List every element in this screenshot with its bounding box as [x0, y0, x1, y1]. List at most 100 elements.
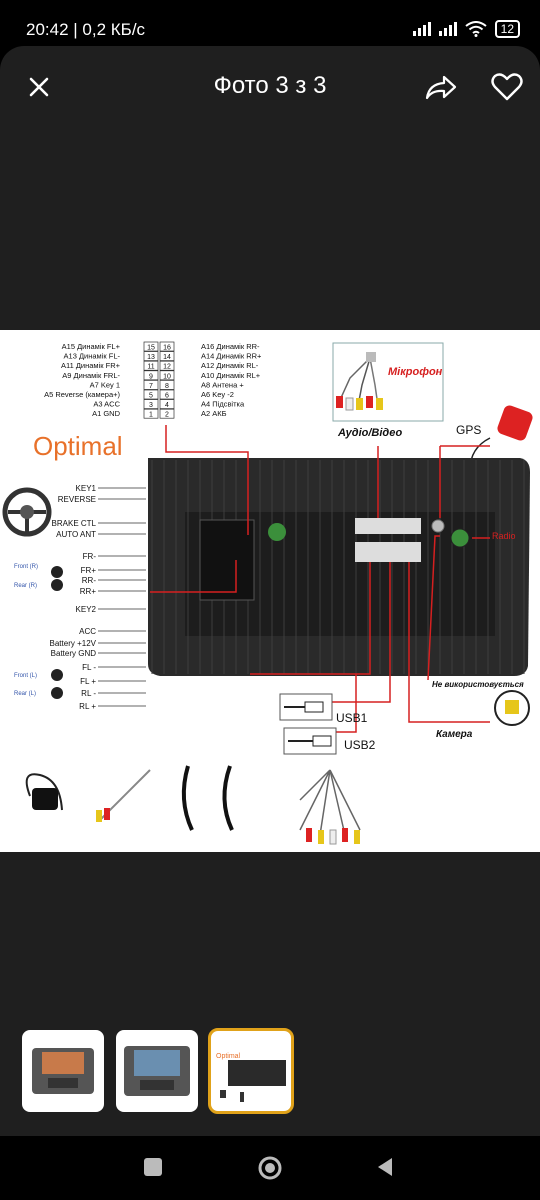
viewer-header: Фото 3 з 3 — [0, 46, 540, 126]
pin-number: 14 — [163, 354, 171, 361]
wire-label: ACC — [79, 627, 96, 636]
pin-number: 16 — [163, 345, 171, 352]
pin-label-right: A2 АКБ — [201, 409, 227, 418]
wire-label: Battery +12V — [50, 639, 97, 648]
speaker-front-l: Front (L) — [14, 673, 37, 679]
microphone-label: Мікрофон — [388, 366, 443, 378]
usb2-label: USB2 — [344, 738, 376, 752]
pin-cell — [159, 399, 175, 409]
pin-number: 11 — [147, 364, 154, 371]
not-used-label: Не використовується — [432, 680, 524, 689]
pin-number: 8 — [165, 383, 169, 390]
wire-label: RL - — [81, 689, 96, 698]
signal-icon — [412, 22, 431, 36]
pin-number: 3 — [149, 402, 153, 409]
pin-cell — [159, 360, 175, 371]
speaker-rear-r: Rear (R) — [14, 583, 37, 589]
wire-label: RL + — [79, 702, 96, 711]
pin-number: 5 — [149, 393, 153, 400]
pin-label-right: A12 Динамік RL- — [201, 361, 259, 370]
pin-label-right: A4 Підсвітка — [201, 400, 245, 409]
thumbnail-3[interactable]: Optimal — [208, 1028, 294, 1114]
wire-label: FR- — [83, 552, 97, 561]
speaker-rear-l: Rear (L) — [14, 691, 36, 697]
pin-number: 2 — [165, 412, 169, 419]
wire-label: FR+ — [81, 566, 97, 575]
speaker-icons — [51, 566, 63, 699]
signal-icon-2 — [438, 22, 457, 36]
pin-cell — [143, 341, 159, 352]
wire-label: AUTO ANT — [56, 530, 96, 539]
accessories-row — [25, 765, 361, 845]
wire-label: BRAKE CTL — [52, 519, 97, 528]
pin-number: 12 — [163, 364, 171, 371]
share-icon[interactable] — [424, 72, 458, 102]
speaker-front-r: Front (R) — [14, 564, 38, 570]
wire-label: KEY1 — [76, 484, 97, 493]
audio-video-label: Аудіо/Відео — [337, 427, 402, 439]
wire-label: KEY2 — [76, 605, 97, 614]
pin-label-right: A16 Динамік RR- — [201, 342, 260, 351]
wiring-diagram: A15 Динамік FL+A13 Динамік FL-A11 Динамі… — [2, 341, 533, 845]
recents-button[interactable] — [142, 1156, 164, 1178]
pin-cell — [159, 370, 175, 381]
pin-label-left: A13 Динамік FL- — [64, 352, 121, 361]
pin-cell — [143, 380, 159, 390]
camera-label: Камера — [436, 729, 473, 740]
wire-label: Battery GND — [51, 649, 97, 658]
battery-icon: 12 — [494, 20, 520, 38]
home-button[interactable] — [256, 1156, 284, 1184]
back-button[interactable] — [374, 1156, 396, 1178]
pin-cell — [159, 351, 175, 361]
favorite-heart-icon[interactable] — [490, 72, 524, 102]
wifi-icon — [465, 21, 487, 37]
pin-label-right: A10 Динамік RL+ — [201, 371, 261, 380]
pin-cell — [143, 351, 159, 361]
pin-number: 10 — [163, 373, 171, 380]
svg-text:Optimal: Optimal — [216, 1053, 241, 1060]
brand-logo: Optimal — [33, 431, 123, 461]
pin-cell — [143, 370, 159, 381]
page-title: Фото 3 з 3 — [213, 72, 327, 99]
pin-label-right: A14 Динамік RR+ — [201, 352, 262, 361]
status-bar: 20:42 | 0,2 КБ/с 12 — [0, 0, 540, 46]
usb1-label: USB1 — [336, 711, 368, 725]
pin-number: 9 — [149, 373, 153, 380]
pin-label-left: A9 Динамік FRL- — [62, 371, 120, 380]
pin-number: 7 — [149, 383, 153, 390]
thumbnail-1[interactable] — [22, 1030, 104, 1112]
pin-label-left: A5 Reverse (камера+) — [44, 390, 120, 399]
pin-label-left: A11 Динамік FR+ — [61, 361, 121, 370]
wire-label: RR+ — [80, 587, 97, 596]
gps-label: GPS — [456, 423, 481, 437]
thumbnail-2[interactable] — [116, 1030, 198, 1112]
pin-label-left: A7 Key 1 — [90, 380, 120, 389]
camera-connector-icon — [505, 700, 519, 714]
pin-number: 13 — [147, 354, 155, 361]
head-unit-rear — [148, 458, 530, 676]
pin-cell — [159, 380, 175, 390]
pin-label-right: A6 Key -2 — [201, 390, 234, 399]
pin-cell — [143, 360, 159, 371]
wire-label: REVERSE — [58, 495, 96, 504]
pin-label-left: A3 ACC — [93, 400, 120, 409]
pin-cell — [143, 408, 159, 419]
wire-label: FL + — [80, 677, 96, 686]
main-photo[interactable]: A15 Динамік FL+A13 Динамік FL-A11 Динамі… — [0, 330, 540, 852]
status-time: 20:42 | 0,2 КБ/с — [26, 20, 146, 39]
wire-label: FL - — [82, 663, 96, 672]
close-icon[interactable] — [24, 72, 54, 102]
pin-cell — [143, 399, 159, 409]
microphone-cable-icon — [336, 352, 383, 411]
pin-label-left: A15 Динамік FL+ — [62, 342, 121, 351]
pin-label-right: A8 Антена + — [201, 380, 244, 389]
pin-cell — [159, 341, 175, 352]
system-nav-bar — [0, 1136, 540, 1200]
pin-number: 4 — [165, 402, 169, 409]
radio-label: Radio — [492, 531, 516, 541]
pin-cell — [143, 389, 159, 400]
steering-wheel-icon — [2, 487, 52, 537]
wire-label: RR- — [82, 576, 97, 585]
pin-number: 1 — [149, 412, 153, 419]
thumbnail-strip: Optimal — [22, 1028, 294, 1114]
